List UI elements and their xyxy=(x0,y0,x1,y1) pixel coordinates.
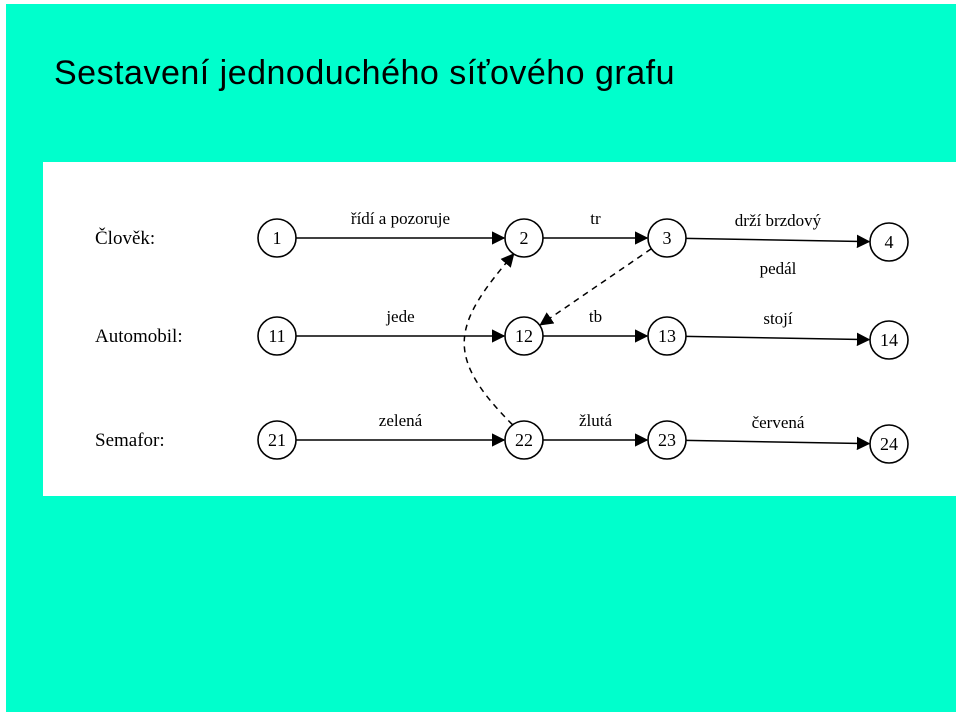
node-circle xyxy=(647,420,687,460)
slide-title: Sestavení jednoduchého síťového grafu xyxy=(54,54,676,92)
node-label: 23 xyxy=(658,430,676,450)
dependency-arrow xyxy=(463,253,515,426)
graph-node: 23 xyxy=(647,420,687,460)
node-circle xyxy=(504,316,544,356)
node-circle xyxy=(257,218,297,258)
node-circle xyxy=(647,316,687,356)
row-label: Automobil: xyxy=(95,326,183,347)
node-label: 13 xyxy=(658,326,676,346)
graph-node: 2 xyxy=(504,218,544,258)
dependency-arrow xyxy=(539,248,652,326)
row-label: Člověk: xyxy=(95,227,155,249)
node-label: 24 xyxy=(880,434,898,454)
node-circle xyxy=(869,424,909,464)
activity-label: řídí a pozoruje xyxy=(351,209,450,228)
node-label: 11 xyxy=(268,326,285,346)
node-label: 12 xyxy=(515,326,533,346)
graph-node: 11 xyxy=(257,316,297,356)
activity-label: drží brzdový xyxy=(735,211,822,230)
graph-node: 13 xyxy=(647,316,687,356)
node-label: 21 xyxy=(268,430,286,450)
node-label: 22 xyxy=(515,430,533,450)
node-circle xyxy=(869,320,909,360)
activity-label: jede xyxy=(385,307,414,326)
node-label: 4 xyxy=(885,232,894,252)
activity-label: žlutá xyxy=(579,411,612,430)
node-circle xyxy=(257,420,297,460)
graph-node: 21 xyxy=(257,420,297,460)
node-label: 1 xyxy=(273,228,282,248)
activity-label-line2: pedál xyxy=(760,259,797,278)
graph-node: 22 xyxy=(504,420,544,460)
activity-arrow xyxy=(685,234,871,249)
node-circle xyxy=(504,218,544,258)
activity-label: tr xyxy=(590,209,601,228)
node-label: 2 xyxy=(520,228,529,248)
activity-label: stojí xyxy=(763,309,793,328)
node-label: 3 xyxy=(663,228,672,248)
node-label: 14 xyxy=(880,330,898,350)
node-circle xyxy=(647,218,687,258)
graph-node: 3 xyxy=(647,218,687,258)
graph-node: 1 xyxy=(257,218,297,258)
graph-node: 4 xyxy=(869,222,909,262)
activity-arrow xyxy=(685,436,871,451)
node-circle xyxy=(504,420,544,460)
activity-arrow xyxy=(685,332,871,347)
row-label: Semafor: xyxy=(95,430,165,451)
activity-label: červená xyxy=(752,413,805,432)
node-circle xyxy=(257,316,297,356)
activity-label: tb xyxy=(589,307,602,326)
graph-node: 14 xyxy=(869,320,909,360)
graph-node: 24 xyxy=(869,424,909,464)
graph-node: 12 xyxy=(504,316,544,356)
node-circle xyxy=(869,222,909,262)
activity-label: zelená xyxy=(379,411,423,430)
